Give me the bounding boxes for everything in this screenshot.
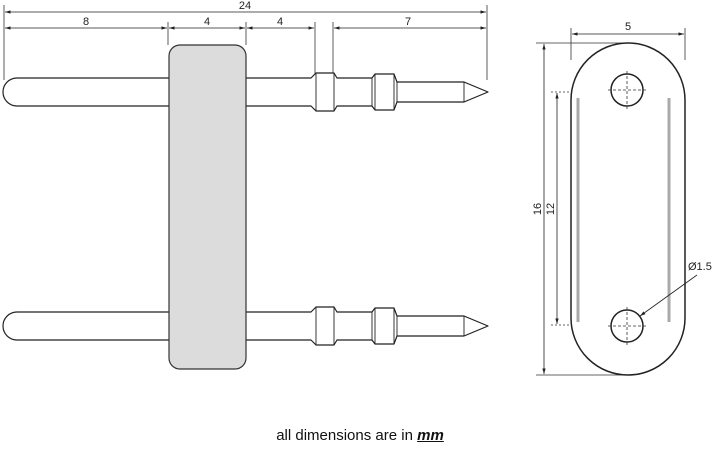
caption-text: all dimensions are in: [276, 427, 413, 444]
dim-label-spacing: 12: [545, 203, 557, 215]
dimension-lines: [5, 10, 486, 30]
dim-label-height: 16: [532, 203, 544, 215]
housing-block: [168, 44, 247, 370]
front-view: 5 16 12 Ø1.5: [532, 21, 712, 376]
front-dimension-lines: [542, 32, 684, 374]
dim-label-seg1: 8: [83, 16, 89, 28]
dim-label-seg2: 4: [204, 16, 210, 28]
extension-lines: [3, 5, 488, 80]
front-extension-lines: [536, 28, 686, 376]
dim-label-seg3: 4: [277, 16, 283, 28]
diameter-leader: [639, 274, 698, 317]
units-caption: all dimensions are in mm: [0, 427, 720, 444]
caption-unit: mm: [417, 427, 444, 444]
lower-hole: [608, 307, 646, 345]
upper-hole: [608, 71, 646, 109]
side-view: 24 8 4 4 7: [2, 0, 489, 370]
dim-label-diameter: Ø1.5: [688, 261, 712, 273]
dim-label-overall: 24: [239, 0, 251, 12]
dim-label-width: 5: [625, 21, 631, 33]
cap-outline: [570, 42, 686, 376]
dim-label-seg4: 7: [405, 16, 411, 28]
